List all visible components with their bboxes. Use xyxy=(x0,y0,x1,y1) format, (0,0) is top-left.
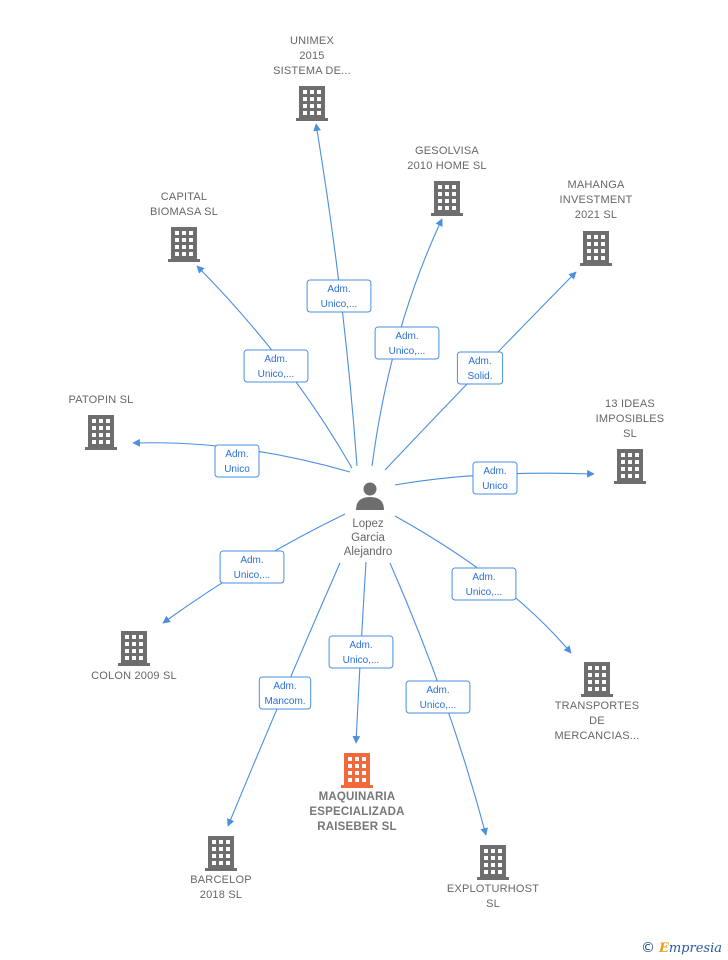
company-node-patopin[interactable]: PATOPIN SL xyxy=(69,394,134,450)
company-label-line: ESPECIALIZADA xyxy=(309,806,404,818)
person-label-line: Alejandro xyxy=(344,546,393,558)
relation-label-barcelop: Adm. Mancom. xyxy=(258,676,312,710)
company-label-line: MERCANCIAS... xyxy=(554,730,639,742)
relation-label-line: Adm. xyxy=(483,466,506,477)
person-label-line: Lopez xyxy=(352,518,384,530)
company-label-line: GESOLVISA xyxy=(415,145,479,157)
company-label-line: COLON 2009 SL xyxy=(91,670,177,682)
company-label-line: SL xyxy=(623,428,637,440)
building-icon xyxy=(477,845,509,880)
company-label-line: INVESTMENT xyxy=(560,194,633,206)
person-icon xyxy=(356,482,384,510)
building-icon xyxy=(205,836,237,871)
relation-label-13-ideas: Adm. Unico xyxy=(472,461,518,495)
relation-label-unimex: Adm. Unico,... xyxy=(306,279,372,313)
company-label-line: BIOMASA SL xyxy=(150,206,218,218)
relation-label-line: Adm. xyxy=(468,356,491,367)
relation-label-line: Adm. xyxy=(327,284,350,295)
person-label-line: Garcia xyxy=(351,532,385,544)
building-icon xyxy=(85,415,117,450)
relation-label-line: Unico,... xyxy=(466,587,503,598)
relation-label-line: Adm. xyxy=(273,681,296,692)
relation-label-line: Adm. xyxy=(264,354,287,365)
company-label-line: 13 IDEAS xyxy=(605,398,655,410)
relation-label-line: Unico,... xyxy=(321,299,358,310)
relation-label-line: Adm. xyxy=(240,555,263,566)
company-label-line: 2021 SL xyxy=(575,209,617,221)
relation-label-capital-biomasa: Adm. Unico,... xyxy=(243,349,309,383)
relation-label-line: Adm. xyxy=(225,449,248,460)
company-label-line: MAHANGA xyxy=(567,179,624,191)
building-icon xyxy=(581,662,613,697)
building-icon xyxy=(431,181,463,216)
company-label-line: UNIMEX xyxy=(290,35,334,47)
relation-label-line: Unico,... xyxy=(420,700,457,711)
relation-label-transportes: Adm. Unico,... xyxy=(451,567,517,601)
company-label-line: DE xyxy=(589,715,605,727)
company-node-exploturhost[interactable]: EXPLOTURHOST SL xyxy=(447,845,539,910)
company-node-maquinaria[interactable]: MAQUINARIA ESPECIALIZADA RAISEBER SL xyxy=(309,753,404,833)
building-icon xyxy=(296,86,328,121)
building-icon xyxy=(118,631,150,666)
company-label-line: IMPOSIBLES xyxy=(596,413,665,425)
building-icon xyxy=(168,227,200,262)
relation-label-line: Unico,... xyxy=(343,655,380,666)
relation-label-line: Unico xyxy=(224,464,250,475)
company-label-line: PATOPIN SL xyxy=(69,394,134,406)
company-label-line: CAPITAL xyxy=(161,191,207,203)
brand-logo: Empresia xyxy=(658,941,722,956)
copyright-icon: © xyxy=(640,940,655,956)
company-label-line: RAISEBER SL xyxy=(317,821,397,833)
company-label-line: BARCELOP xyxy=(190,874,252,886)
relation-label-line: Solid. xyxy=(467,371,492,382)
relation-label-line: Adm. xyxy=(426,685,449,696)
company-label-line: TRANSPORTES xyxy=(555,700,640,712)
relation-label-mahanga: Adm. Solid. xyxy=(456,351,504,385)
company-node-13-ideas[interactable]: 13 IDEAS IMPOSIBLES SL xyxy=(596,398,665,484)
relation-label-gesolvisa: Adm. Unico,... xyxy=(374,326,440,360)
company-label-line: EXPLOTURHOST xyxy=(447,883,539,895)
building-icon xyxy=(614,449,646,484)
company-label-line: 2015 xyxy=(299,50,324,62)
building-icon xyxy=(341,753,373,788)
relation-label-line: Unico xyxy=(482,481,508,492)
company-label-line: 2010 HOME SL xyxy=(407,160,486,172)
company-label-line: 2018 SL xyxy=(200,889,242,901)
relation-label-patopin: Adm. Unico xyxy=(214,444,260,478)
company-node-mahanga[interactable]: MAHANGA INVESTMENT 2021 SL xyxy=(560,179,633,266)
company-node-barcelop[interactable]: BARCELOP 2018 SL xyxy=(190,836,252,901)
relation-label-maquinaria: Adm. Unico,... xyxy=(328,635,394,669)
relation-label-line: Adm. xyxy=(472,572,495,583)
relation-label-line: Adm. xyxy=(395,331,418,342)
company-node-colon-2009[interactable]: COLON 2009 SL xyxy=(91,631,177,682)
company-label-line: SISTEMA DE... xyxy=(273,65,351,77)
relation-label-line: Unico,... xyxy=(258,369,295,380)
footer-brand: ©Empresia xyxy=(641,940,722,956)
company-node-gesolvisa[interactable]: GESOLVISA 2010 HOME SL xyxy=(407,145,487,216)
relation-label-line: Mancom. xyxy=(264,696,305,707)
relation-label-line: Unico,... xyxy=(234,570,271,581)
company-label-line: MAQUINARIA xyxy=(319,791,396,803)
relation-label-colon-2009: Adm. Unico,... xyxy=(219,550,285,584)
relation-label-line: Unico,... xyxy=(389,346,426,357)
company-node-capital-biomasa[interactable]: CAPITAL BIOMASA SL xyxy=(150,191,218,262)
relation-label-exploturhost: Adm. Unico,... xyxy=(405,680,471,714)
building-icon xyxy=(580,231,612,266)
relation-label-line: Adm. xyxy=(349,640,372,651)
company-label-line: SL xyxy=(486,898,500,910)
company-node-transportes[interactable]: TRANSPORTES DE MERCANCIAS... xyxy=(554,662,639,742)
